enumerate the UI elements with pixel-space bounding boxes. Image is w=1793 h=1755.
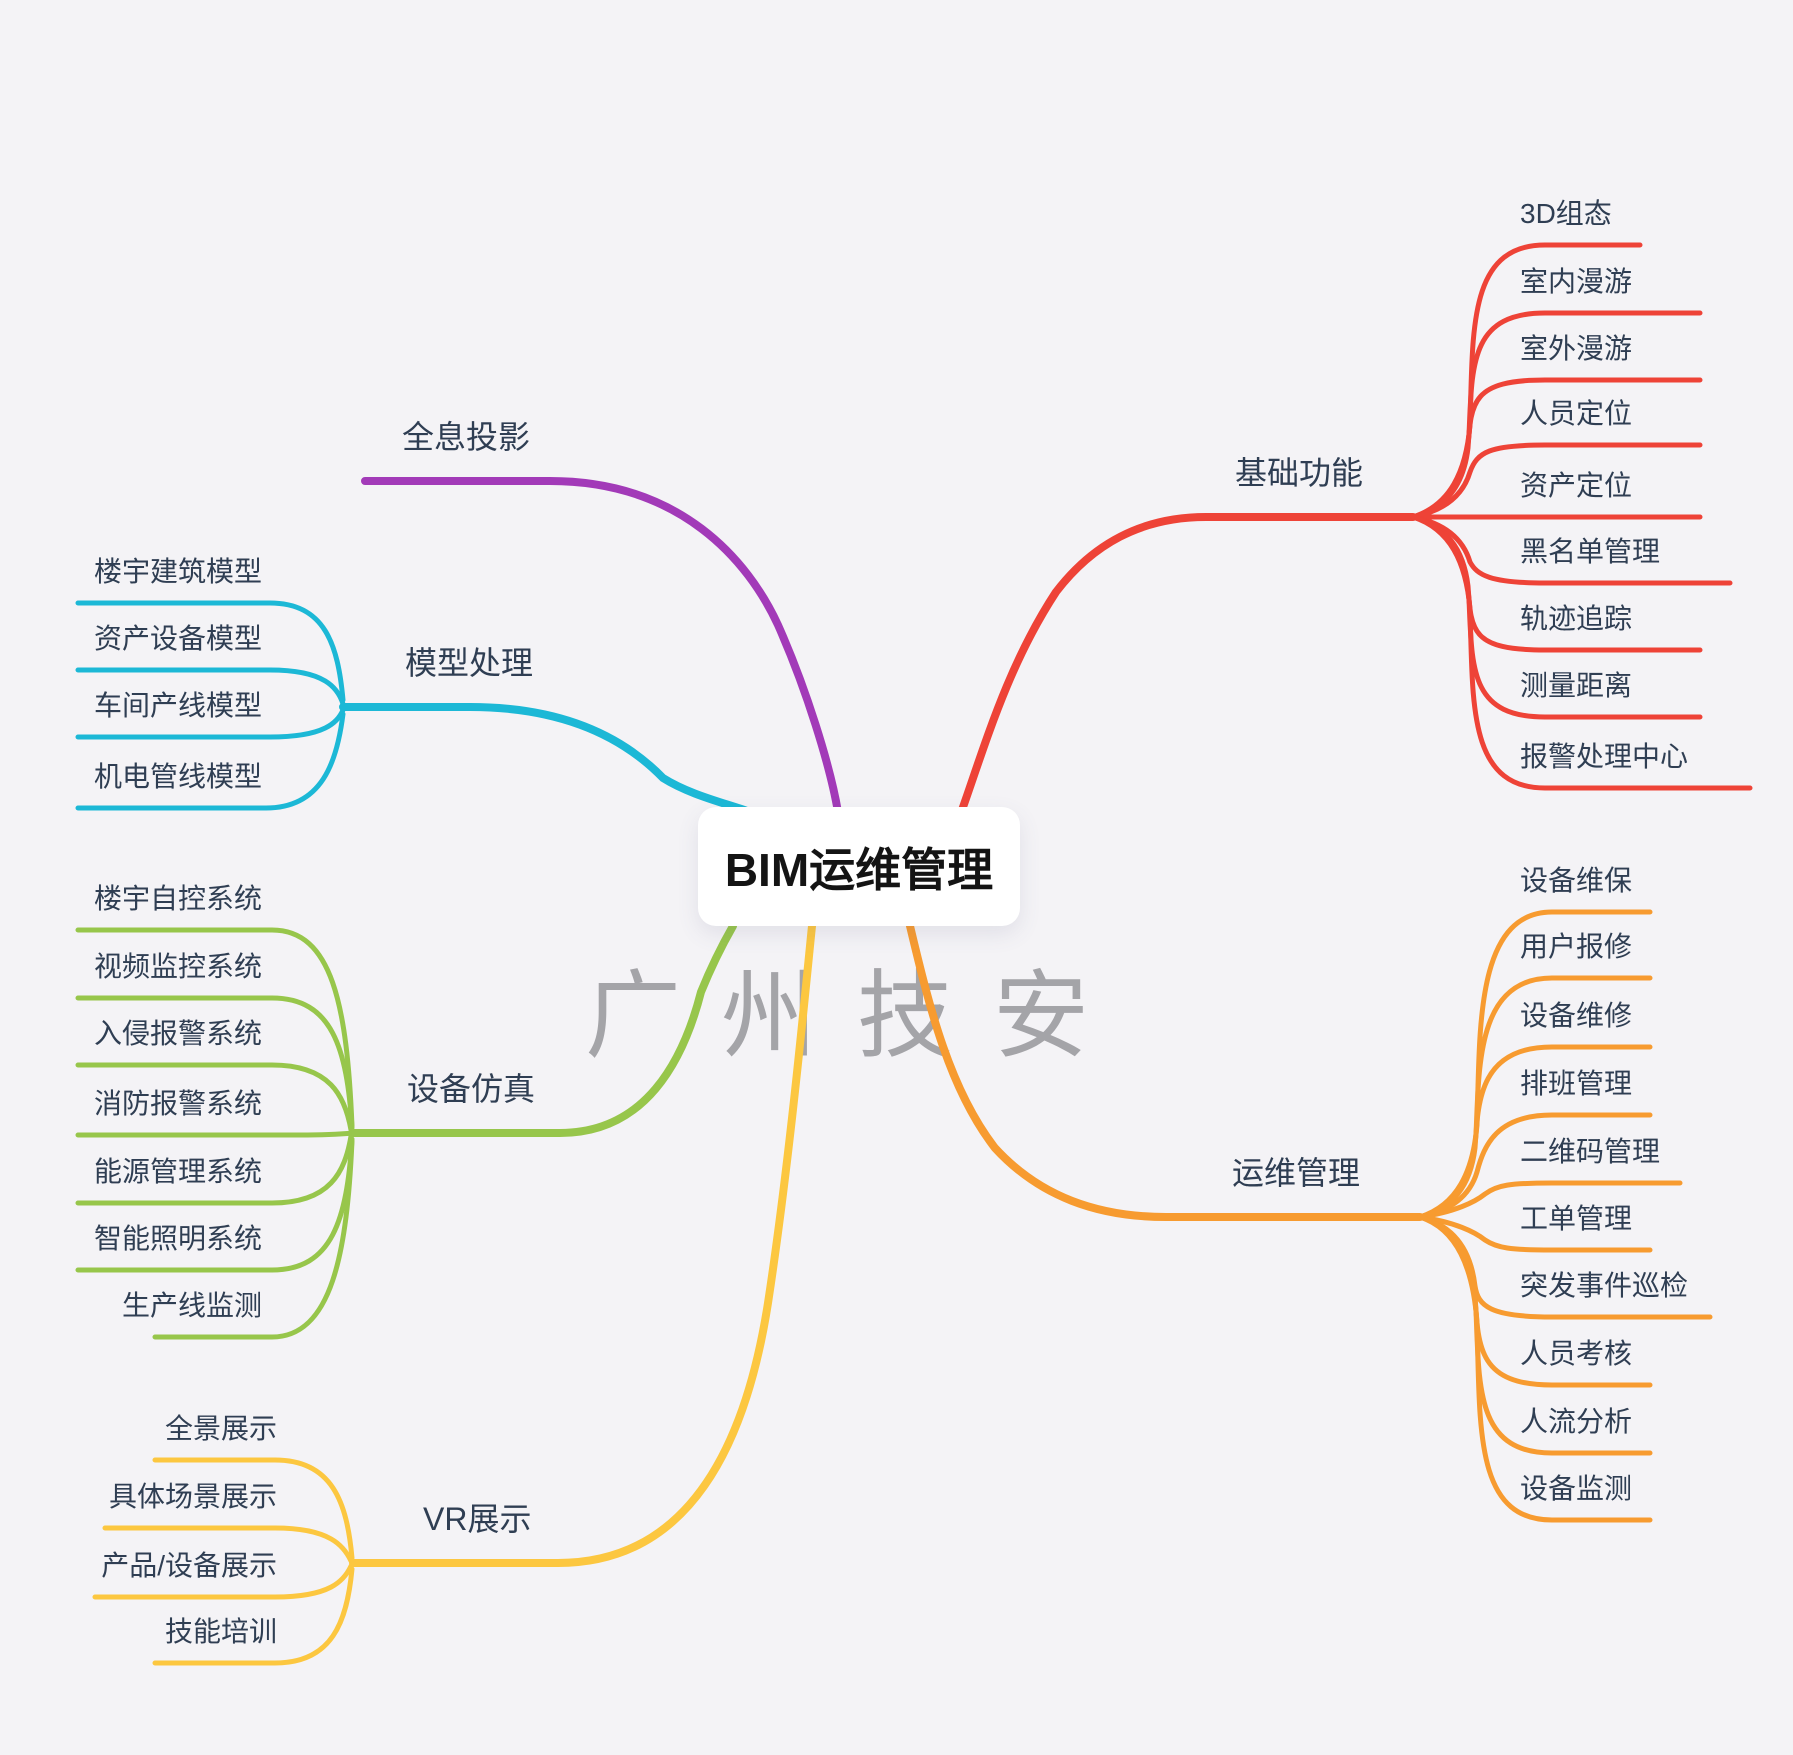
mindmap-leaf-node[interactable]: 技能培训 [164, 1616, 277, 1647]
mindmap-leaf-node[interactable]: 突发事件巡检 [1520, 1270, 1689, 1301]
mindmap-leaf-node[interactable]: 人员定位 [1520, 398, 1633, 429]
central-topic-title-main: 运维管理 [809, 843, 994, 896]
mindmap-leaf-node[interactable]: 入侵报警系统 [93, 1018, 262, 1049]
mindmap-leaf-node[interactable]: 楼宇建筑模型 [93, 556, 262, 587]
central-topic-title-prefix: BIM [724, 843, 810, 896]
mindmap-leaf-node[interactable]: 视频监控系统 [93, 951, 262, 982]
connector-line [1417, 1044, 1653, 1220]
branch-label-holographic-projection[interactable]: 全息投影 [402, 419, 531, 455]
mindmap-leaf-node[interactable]: 二维码管理 [1520, 1136, 1661, 1167]
mindmap-leaf-node[interactable]: 报警处理中心 [1520, 741, 1689, 772]
mindmap-leaf-node[interactable]: 轨迹追踪 [1520, 603, 1633, 634]
mindmap-leaf-node[interactable]: 资产定位 [1520, 470, 1633, 501]
mindmap-leaf-node[interactable]: 人流分析 [1520, 1406, 1633, 1437]
mindmap-leaf-node[interactable]: 室内漫游 [1520, 266, 1633, 297]
mindmap-leaf-node[interactable]: 设备维保 [1520, 865, 1633, 896]
mindmap-leaf-node[interactable]: 用户报修 [1520, 931, 1633, 962]
mindmap-leaf-node[interactable]: 人员考核 [1520, 1338, 1633, 1369]
connector-line [75, 1062, 354, 1133]
connector-line [152, 1566, 355, 1666]
mindmap-leaf-node[interactable]: 测量距离 [1520, 670, 1633, 701]
connector-line [1417, 1112, 1653, 1220]
mindmap-leaf-node[interactable]: 全景展示 [164, 1413, 277, 1444]
mindmap-leaf-node[interactable]: 资产设备模型 [93, 623, 262, 654]
connector-line [75, 927, 355, 1129]
connector-line [1417, 1180, 1683, 1220]
connector-line [75, 995, 355, 1131]
connector-line [75, 711, 346, 811]
branch-label-basic-functions[interactable]: 基础功能 [1235, 455, 1364, 491]
mindmap-leaf-node[interactable]: 设备维修 [1520, 1000, 1633, 1031]
branch-label-vr-display[interactable]: VR展示 [423, 1501, 532, 1537]
mindmap-leaf-node[interactable]: 室外漫游 [1520, 333, 1633, 364]
connector-line [1410, 514, 1733, 586]
branch-line-vr-display [349, 922, 816, 1567]
branch-line-operations-management [906, 922, 1424, 1221]
branch-label-equipment-simulation[interactable]: 设备仿真 [407, 1071, 536, 1107]
branch-line-basic-functions [958, 513, 1417, 814]
branch-line-model-processing [339, 703, 754, 816]
connector-line [1410, 514, 1753, 791]
mindmap-leaf-node[interactable]: 3D组态 [1520, 198, 1612, 229]
connector-line [75, 600, 346, 703]
mindmap-leaf-node[interactable]: 能源管理系统 [93, 1156, 262, 1187]
branch-label-model-processing[interactable]: 模型处理 [405, 645, 534, 681]
branch-line-equipment-simulation [349, 922, 737, 1137]
central-topic-title: BIM运维管理 [725, 834, 993, 900]
mindmap-leaf-node[interactable]: 排班管理 [1520, 1068, 1633, 1099]
mindmap-leaf-node[interactable]: 设备监测 [1520, 1473, 1633, 1504]
connector-line [1410, 442, 1703, 520]
connector-line [75, 1130, 356, 1138]
branch-line-holographic-projection [361, 477, 842, 816]
connector-line [75, 1133, 354, 1206]
mindmap-leaf-node[interactable]: 车间产线模型 [93, 690, 262, 721]
mindmap-leaf-node[interactable]: 生产线监测 [121, 1290, 262, 1321]
connector-line [75, 667, 346, 707]
mindmap-leaf-node[interactable]: 消防报警系统 [93, 1088, 262, 1119]
mindmap-leaf-node[interactable]: 工单管理 [1520, 1203, 1633, 1234]
connector-line [1417, 1214, 1653, 1253]
mindmap-leaf-node[interactable]: 具体场景展示 [108, 1481, 277, 1512]
mindmap-leaf-node[interactable]: 产品/设备展示 [101, 1550, 277, 1581]
connector-line [92, 1563, 354, 1600]
mindmap-leaf-node[interactable]: 黑名单管理 [1520, 536, 1661, 567]
connector-line [152, 1457, 355, 1561]
mindmap-leaf-node[interactable]: 智能照明系统 [93, 1223, 262, 1254]
connector-line [1410, 377, 1703, 520]
connector-line [1417, 1214, 1653, 1523]
branch-label-operations-management[interactable]: 运维管理 [1232, 1155, 1361, 1191]
mindmap-leaf-node[interactable]: 机电管线模型 [93, 761, 262, 792]
watermark-text: 广 州 技 安 [585, 963, 1097, 1070]
mindmap-leaf-node[interactable]: 楼宇自控系统 [93, 883, 262, 914]
connector-line [102, 1525, 354, 1564]
central-topic-node[interactable]: BIM运维管理 [698, 807, 1020, 926]
connector-line [152, 1138, 355, 1340]
